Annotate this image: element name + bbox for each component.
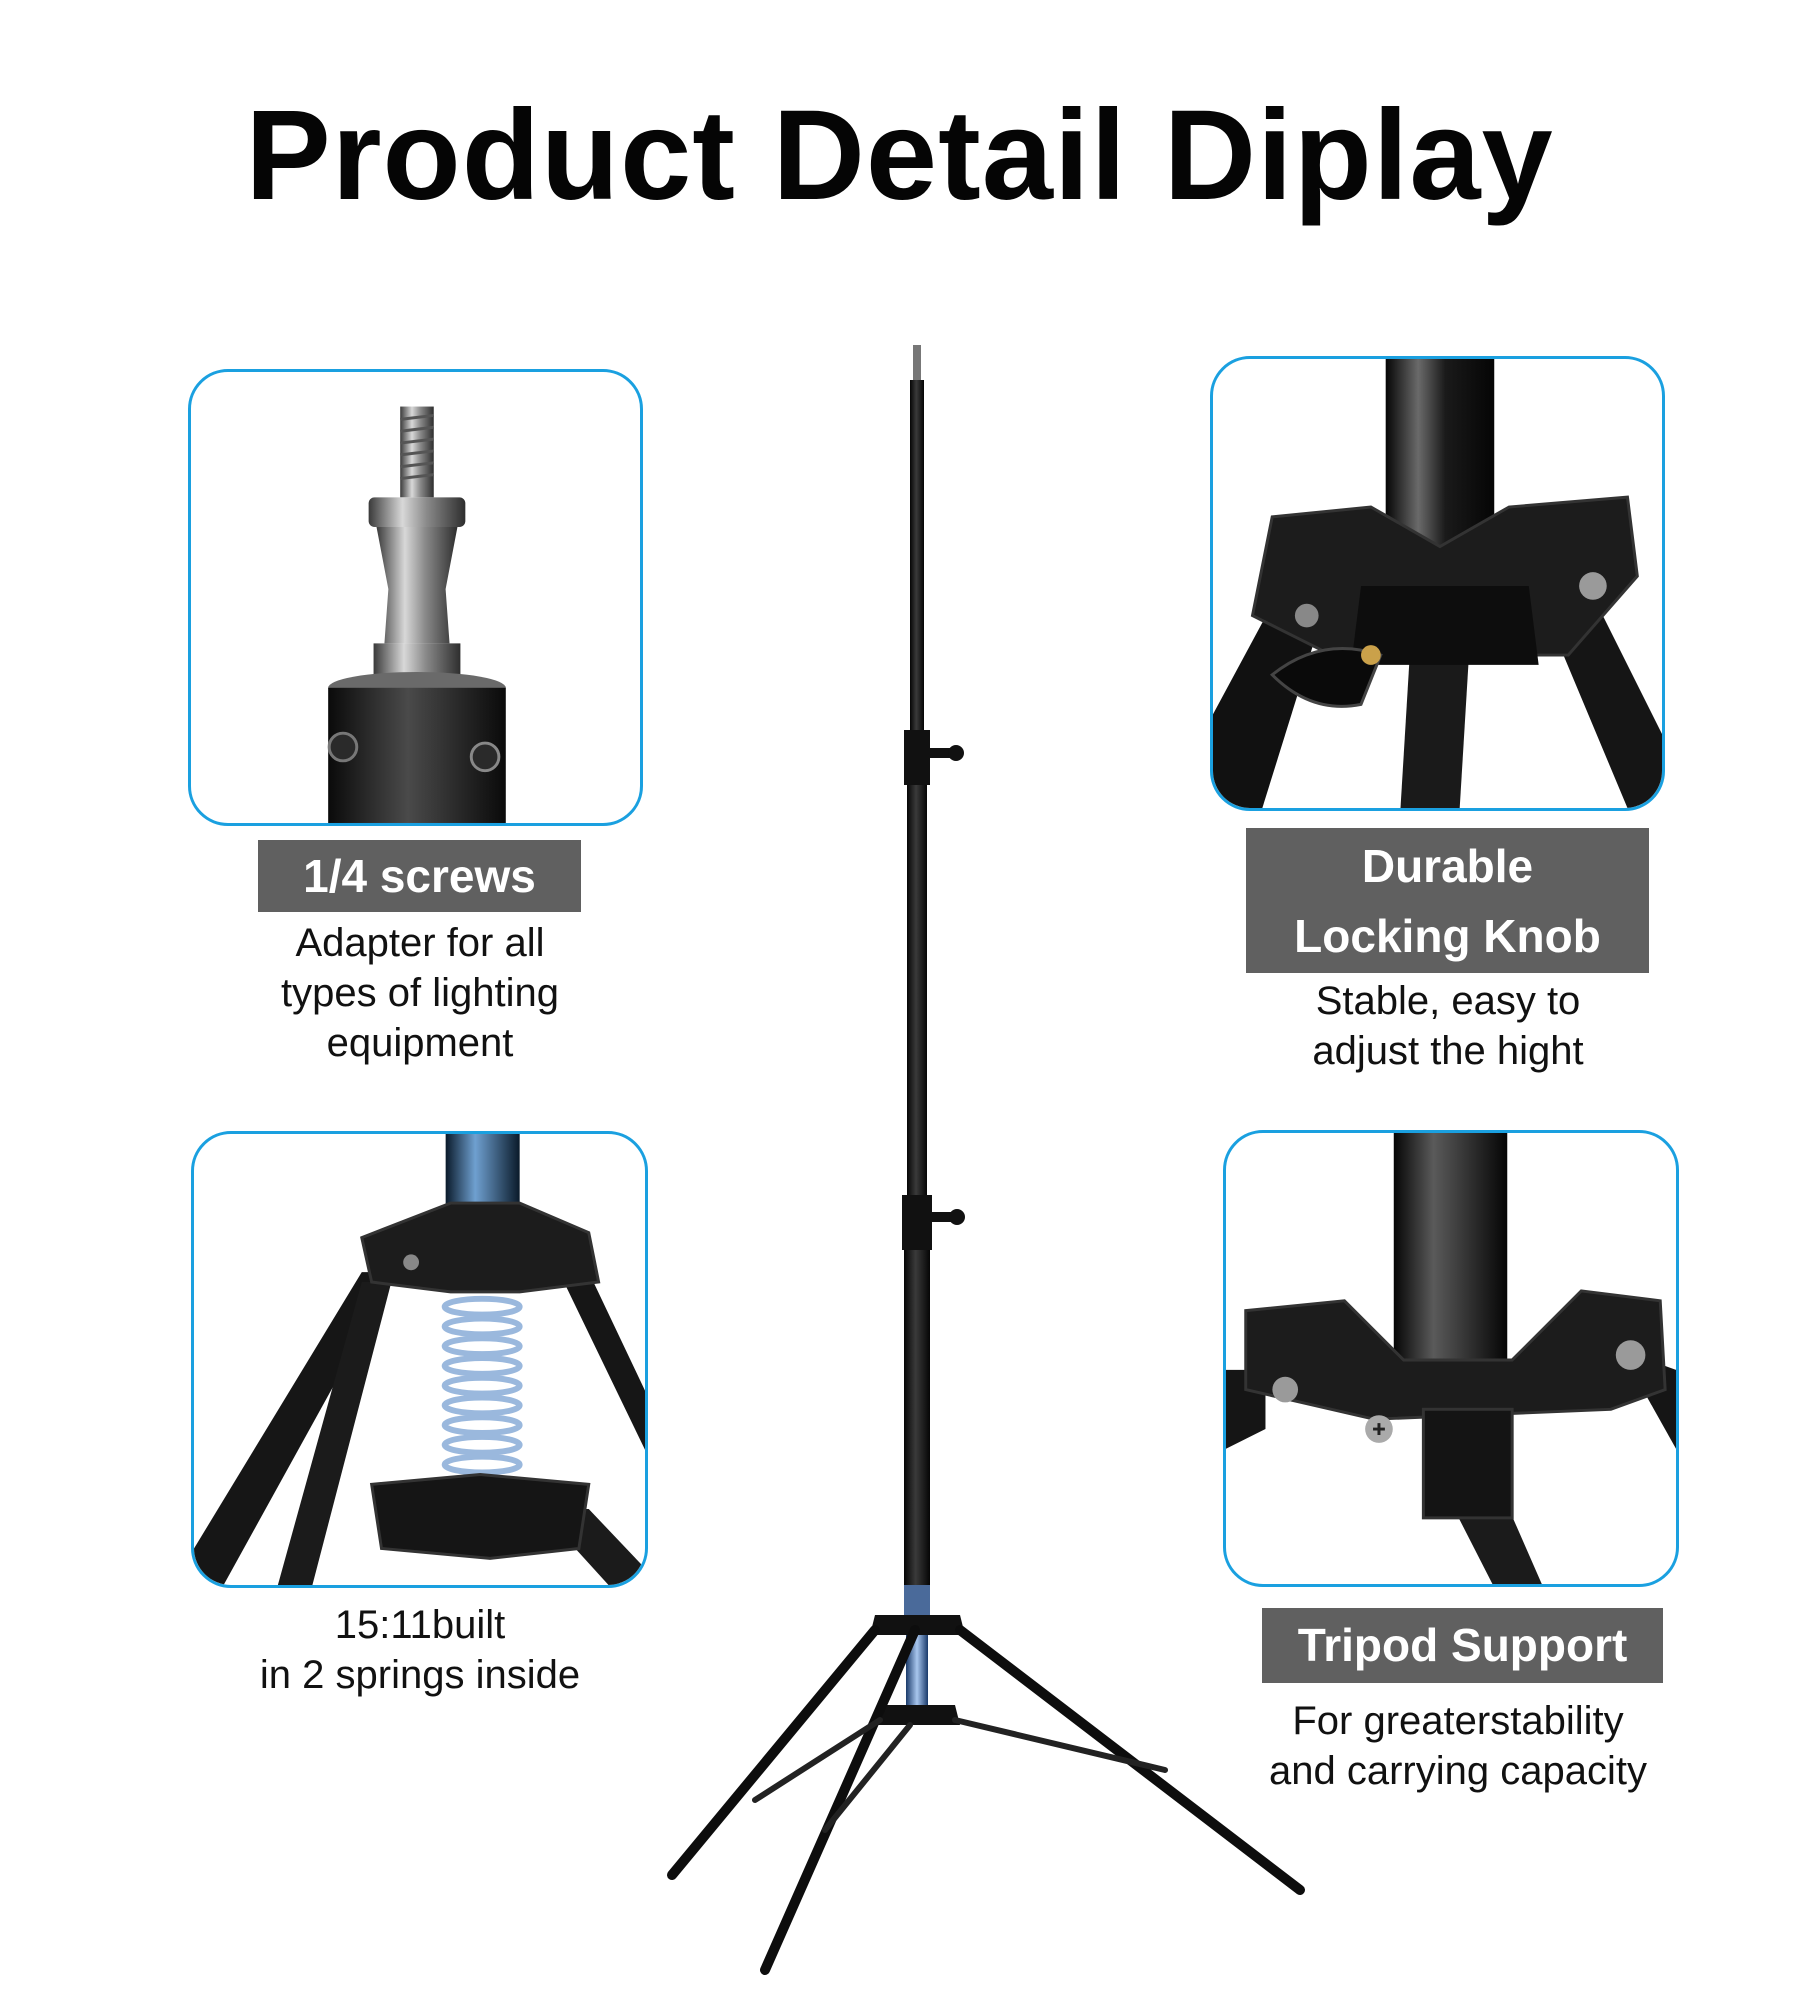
light-stand-image xyxy=(667,345,1305,1975)
description-line: equipment xyxy=(326,1021,514,1065)
description-line: types of lighting xyxy=(281,971,559,1015)
screw-adapter-photo xyxy=(327,406,506,823)
feature-label-tripod: Tripod Support xyxy=(1262,1608,1663,1683)
description-line: Stable, easy to xyxy=(1315,979,1581,1023)
description-line: in 2 springs inside xyxy=(259,1653,581,1697)
tripod-base-photo xyxy=(1226,1133,1676,1584)
feature-label-line: Tripod Support xyxy=(1297,1619,1628,1671)
feature-label-line: Locking Knob xyxy=(1294,910,1601,962)
feature-description-locking-knob: Stable, easy to adjust the hight xyxy=(1248,976,1648,1076)
feature-description-tripod: For greaterstability and carrying capaci… xyxy=(1258,1696,1658,1796)
screw-adapter-card xyxy=(188,369,643,826)
description-line: and carrying capacity xyxy=(1269,1749,1647,1793)
feature-label-line: Durable xyxy=(1361,840,1534,892)
tripod-base-card xyxy=(1223,1130,1679,1587)
locking-knob-photo xyxy=(1213,359,1662,808)
feature-label-screws: 1/4 screws xyxy=(258,840,581,912)
page-title: Product Detail Diplay xyxy=(245,84,1554,227)
locking-knob-card xyxy=(1210,356,1665,811)
description-line: adjust the hight xyxy=(1312,1029,1584,1073)
feature-label-line: 1/4 screws xyxy=(303,850,536,902)
feature-description-screws: Adapter for all types of lighting equipm… xyxy=(220,918,620,1068)
spring-card xyxy=(191,1131,648,1588)
description-line: 15:11built xyxy=(334,1603,506,1647)
description-line: For greaterstability xyxy=(1292,1699,1624,1743)
feature-label-locking-knob: Durable Locking Knob xyxy=(1246,828,1649,973)
feature-description-springs: 15:11built in 2 springs inside xyxy=(220,1600,620,1700)
spring-photo xyxy=(194,1134,645,1585)
description-line: Adapter for all xyxy=(295,921,545,965)
